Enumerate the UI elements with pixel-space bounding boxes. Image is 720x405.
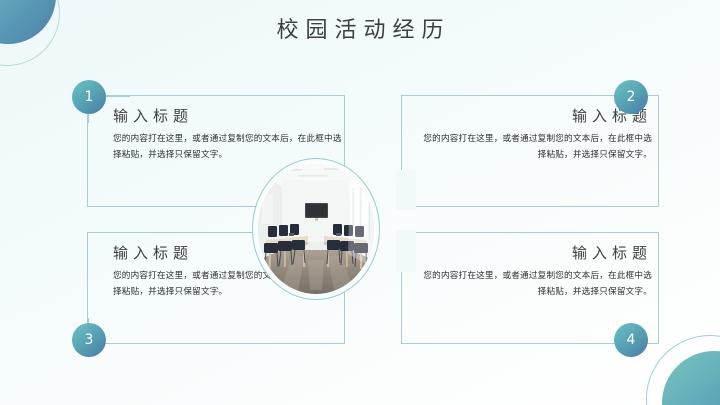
step-badge-3-number: 3 bbox=[84, 332, 94, 348]
frame-gap-4 bbox=[396, 230, 416, 272]
content-block-2-body: 您的内容打在这里，或者通过复制您的文本后，在此框中选择粘贴，并选择只保留文字。 bbox=[423, 133, 652, 161]
content-block-1[interactable]: 输入标题 您的内容打在这里，或者通过复制您的文本后，在此框中选择粘贴，并选择只保… bbox=[113, 108, 345, 164]
connector-4-vertical bbox=[658, 318, 659, 344]
content-block-1-body: 您的内容打在这里，或者通过复制您的文本后，在此框中选择粘贴，并选择只保留文字。 bbox=[113, 133, 342, 161]
content-frame-2 bbox=[401, 95, 659, 207]
frame-gap-2 bbox=[396, 170, 416, 210]
content-frame-1 bbox=[87, 95, 345, 207]
step-badge-3[interactable]: 3 bbox=[72, 323, 106, 357]
step-badge-4[interactable]: 4 bbox=[614, 323, 648, 357]
content-block-4-heading: 输入标题 bbox=[571, 244, 652, 262]
content-block-2[interactable]: 输入标题 您的内容打在这里，或者通过复制您的文本后，在此框中选择粘贴，并选择只保… bbox=[420, 108, 652, 164]
content-block-1-heading: 输入标题 bbox=[113, 107, 194, 125]
connector-1-horizontal bbox=[104, 96, 130, 97]
content-block-4[interactable]: 输入标题 您的内容打在这里，或者通过复制您的文本后，在此框中选择粘贴，并选择只保… bbox=[420, 245, 652, 301]
step-badge-2-number: 2 bbox=[626, 89, 636, 105]
page-title: 校园活动经历 bbox=[276, 18, 451, 43]
content-block-3-body: 您的内容打在这里，或者通过复制您的文本后，在此框中选择粘贴，并选择只保留文字。 bbox=[113, 270, 342, 298]
content-block-2-heading: 输入标题 bbox=[571, 107, 652, 125]
connector-3-horizontal bbox=[104, 343, 130, 344]
connector-2-vertical bbox=[658, 97, 659, 123]
content-block-3[interactable]: 输入标题 您的内容打在这里，或者通过复制您的文本后，在此框中选择粘贴，并选择只保… bbox=[113, 245, 345, 301]
content-frame-4 bbox=[401, 232, 659, 344]
content-block-3-heading: 输入标题 bbox=[113, 244, 194, 262]
step-badge-1-number: 1 bbox=[84, 89, 94, 105]
center-photo[interactable] bbox=[258, 164, 374, 294]
content-block-4-body: 您的内容打在这里，或者通过复制您的文本后，在此框中选择粘贴，并选择只保留文字。 bbox=[423, 270, 652, 298]
step-badge-1[interactable]: 1 bbox=[72, 80, 106, 114]
step-badge-2[interactable]: 2 bbox=[614, 80, 648, 114]
step-badge-4-number: 4 bbox=[626, 332, 636, 348]
